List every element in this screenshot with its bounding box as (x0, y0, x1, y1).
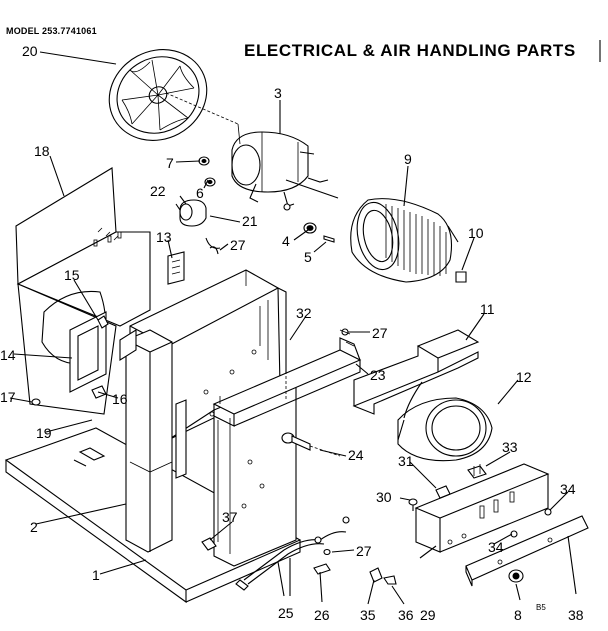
part-number-14[interactable]: 14 (0, 347, 16, 363)
part-number-8[interactable]: 8 (514, 607, 522, 623)
orifice-ring-drawing (397, 381, 493, 462)
part-number-38[interactable]: 38 (568, 607, 584, 623)
leader-lines (9, 51, 577, 605)
part-number-27-lower[interactable]: 27 (356, 543, 372, 559)
part-number-32[interactable]: 32 (296, 305, 312, 321)
part-number-22[interactable]: 22 (150, 183, 166, 199)
part-number-24[interactable]: 24 (348, 447, 364, 463)
part-number-15[interactable]: 15 (64, 267, 80, 283)
small-components-drawing (408, 464, 552, 583)
part-number-34-right[interactable]: 34 (560, 481, 576, 497)
part-number-25[interactable]: 25 (278, 605, 294, 621)
part-number-33[interactable]: 33 (502, 439, 518, 455)
part-number-28[interactable]: 27 (230, 237, 246, 253)
part-number-21[interactable]: 21 (242, 213, 258, 229)
front-panel-drawing (15, 167, 151, 415)
capacitor-drawing (175, 199, 221, 249)
part-number-26[interactable]: 26 (314, 607, 330, 623)
part-number-labels: 20 3 7 6 9 10 22 21 13 27 4 5 18 15 14 1… (0, 43, 584, 623)
part-number-19[interactable]: 19 (36, 425, 52, 441)
part-number-7[interactable]: 7 (166, 155, 174, 171)
part-number-34-left[interactable]: 34 (488, 539, 504, 555)
misc-hardware-drawing (31, 246, 351, 406)
part-number-3[interactable]: 3 (274, 85, 282, 101)
part-number-23[interactable]: 23 (370, 367, 386, 383)
control-panel-drawing (414, 463, 550, 553)
part-number-16[interactable]: 16 (112, 391, 128, 407)
part-number-37[interactable]: 37 (222, 509, 238, 525)
part-number-31[interactable]: 31 (398, 453, 414, 469)
fan-wheel-drawing (108, 49, 239, 141)
part-number-35[interactable]: 35 (360, 607, 376, 623)
part-number-27-upper[interactable]: 27 (372, 325, 388, 341)
footer-code: B5 (536, 603, 546, 612)
part-number-12[interactable]: 12 (516, 369, 532, 385)
model-number-label: MODEL 253.7741061 (6, 26, 97, 36)
part-number-4[interactable]: 4 (282, 233, 290, 249)
part-number-5[interactable]: 5 (304, 249, 312, 265)
part-number-1[interactable]: 1 (92, 567, 100, 583)
part-number-17[interactable]: 17 (0, 389, 16, 405)
motor-drawing (231, 123, 339, 211)
wiring-harness-drawing (201, 516, 397, 591)
part-number-20[interactable]: 20 (22, 43, 38, 59)
bushing-drawing (281, 432, 341, 457)
cover-plate-drawing (465, 515, 589, 587)
part-number-9[interactable]: 9 (404, 151, 412, 167)
crossbar-bracket-drawing (212, 337, 362, 427)
part-number-10[interactable]: 10 (468, 225, 484, 241)
duct-column-drawing (119, 329, 187, 553)
part-number-18[interactable]: 18 (34, 143, 50, 159)
switch-drawing (167, 251, 185, 285)
part-number-2[interactable]: 2 (30, 519, 38, 535)
part-number-13[interactable]: 13 (156, 229, 172, 245)
blower-wheel-drawing (350, 198, 459, 283)
mounting-bracket-drawing (352, 329, 480, 415)
part-number-11[interactable]: 11 (480, 301, 495, 317)
part-number-29[interactable]: 29 (420, 607, 436, 623)
part-number-36[interactable]: 36 (398, 607, 414, 623)
part-number-30[interactable]: 30 (376, 489, 392, 505)
part-number-6[interactable]: 6 (196, 185, 204, 201)
diagram-title: ELECTRICAL & AIR HANDLING PARTS (244, 41, 576, 60)
